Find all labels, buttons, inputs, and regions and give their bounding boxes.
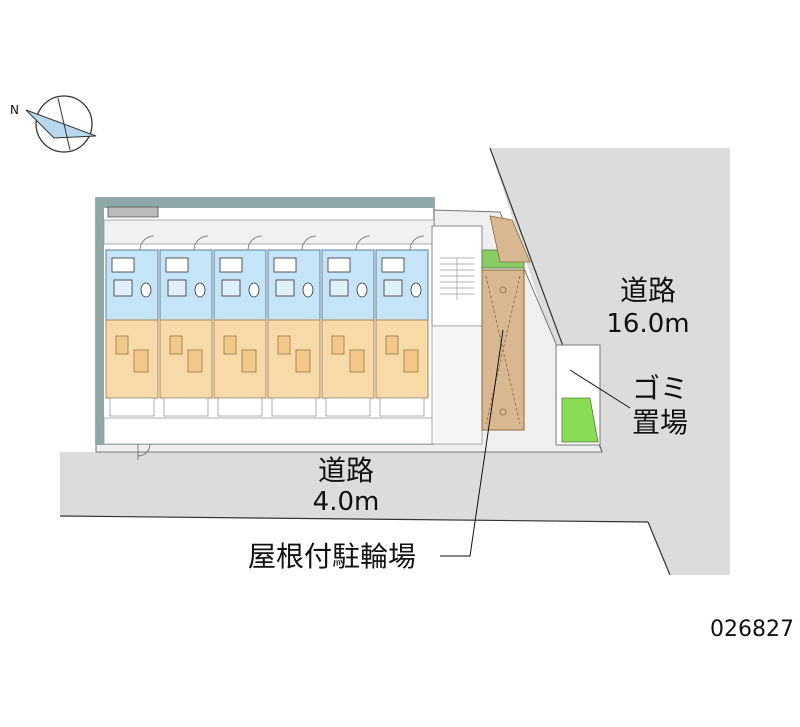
bath-icon (167, 279, 187, 297)
door-swing (247, 235, 263, 251)
room-living-area (213, 319, 267, 399)
furniture-icon (169, 335, 183, 355)
north-label: N (10, 103, 19, 117)
toilet-icon (194, 282, 206, 298)
toilet-icon (302, 282, 314, 298)
furniture-icon (187, 349, 203, 373)
room-entry (109, 397, 155, 417)
garbage-leader-line (569, 369, 631, 409)
room-entry (325, 397, 371, 417)
building-wall (96, 198, 434, 208)
front-road-area (60, 452, 648, 522)
furniture-icon (241, 349, 257, 373)
garbage-label-line2: 置場 (632, 406, 688, 439)
room-living-area (267, 319, 321, 399)
garbage-area (561, 397, 599, 443)
furniture-icon (349, 349, 365, 373)
door-swing (139, 235, 155, 251)
bath-icon (329, 279, 349, 297)
bath-icon (221, 279, 241, 297)
entrance-area (431, 325, 483, 445)
north-arrow-icon: N (10, 95, 97, 153)
toilet-icon (140, 282, 152, 298)
balcony-strip (103, 219, 435, 245)
bicycle-parking-label: 屋根付駐輪場 (248, 540, 416, 573)
furniture-icon (331, 335, 345, 355)
room-entry (217, 397, 263, 417)
road-edge-line (647, 521, 671, 576)
main-road-area (490, 148, 730, 575)
toilet-icon (248, 282, 260, 298)
kitchen-icon (219, 257, 243, 273)
furniture-icon (403, 349, 419, 373)
bicycle-entry-hatch (489, 215, 531, 263)
furniture-icon (223, 335, 237, 355)
room-entry (163, 397, 209, 417)
kitchen-icon (111, 257, 135, 273)
garbage-label-line1: ゴミ (632, 372, 688, 405)
bath-icon (383, 279, 403, 297)
door-swing (301, 235, 317, 251)
stair-steps (440, 257, 474, 300)
room-units (105, 235, 429, 417)
door-swing (137, 443, 151, 457)
furniture-icon (133, 349, 149, 373)
room-entry (379, 397, 425, 417)
room-living-area (321, 319, 375, 399)
room-unit (213, 235, 267, 417)
bath-icon (275, 279, 295, 297)
road-edge-line (59, 515, 649, 523)
corridor (103, 417, 435, 445)
front-road-name: 道路 (318, 454, 374, 487)
kitchen-icon (273, 257, 297, 273)
furniture-icon (295, 349, 311, 373)
bicycle-leader-line (440, 329, 504, 557)
meter-box (107, 206, 159, 218)
room-unit (105, 235, 159, 417)
room-unit (267, 235, 321, 417)
kitchen-icon (327, 257, 351, 273)
building-wall (96, 198, 104, 444)
room-unit (321, 235, 375, 417)
door-swing (355, 235, 371, 251)
property-code: 026827 (710, 617, 794, 642)
main-road-width: 16.0m (606, 309, 689, 339)
toilet-icon (356, 282, 368, 298)
door-swing (409, 235, 425, 251)
main-road-name: 道路 (620, 274, 676, 307)
room-unit (375, 235, 429, 417)
room-unit (159, 235, 213, 417)
room-living-area (375, 319, 429, 399)
kitchen-icon (165, 257, 189, 273)
furniture-icon (115, 335, 129, 355)
front-road-width: 4.0m (313, 487, 380, 517)
bicycle-parking-marks (485, 275, 521, 425)
furniture-icon (385, 335, 399, 355)
room-living-area (105, 319, 159, 399)
kitchen-icon (381, 257, 405, 273)
room-living-area (159, 319, 213, 399)
toilet-icon (410, 282, 422, 298)
room-entry (271, 397, 317, 417)
bath-icon (113, 279, 133, 297)
furniture-icon (277, 335, 291, 355)
door-swing (193, 235, 209, 251)
